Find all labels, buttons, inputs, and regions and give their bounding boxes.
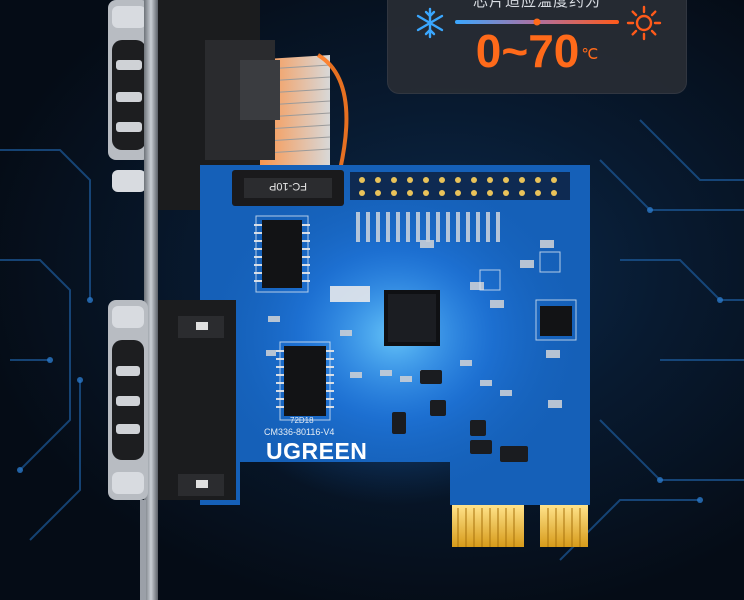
temperature-gradient-bar bbox=[455, 18, 619, 26]
temperature-heading: 芯片适应温度约为 bbox=[472, 0, 601, 10]
temperature-spec-panel: 芯片适应温度约为 bbox=[387, 0, 687, 94]
pin-header bbox=[350, 172, 570, 200]
snowflake-icon bbox=[416, 7, 444, 39]
temperature-range: 0~70℃ bbox=[387, 28, 687, 74]
brand-logo: UGREEN bbox=[266, 438, 368, 464]
connector-label: FC-10P bbox=[269, 180, 307, 192]
pcie-gold-fingers bbox=[452, 505, 588, 547]
main-controller-chip bbox=[384, 290, 440, 346]
eeprom-ic bbox=[540, 306, 572, 336]
driver-ic-top bbox=[254, 220, 310, 288]
temperature-unit: ℃ bbox=[581, 46, 599, 63]
bottom-serial-connector bbox=[108, 300, 236, 500]
driver-ic-bottom bbox=[276, 346, 334, 416]
temperature-range-value: 0~70 bbox=[475, 25, 580, 77]
board-model: CM336-80116-V4 bbox=[264, 427, 335, 437]
pcb-board bbox=[200, 165, 590, 547]
passive-components bbox=[266, 240, 562, 408]
chip-code: 72D18 bbox=[290, 416, 314, 425]
capacitors bbox=[392, 370, 528, 462]
sun-icon bbox=[626, 5, 662, 41]
metal-bracket bbox=[144, 0, 158, 600]
